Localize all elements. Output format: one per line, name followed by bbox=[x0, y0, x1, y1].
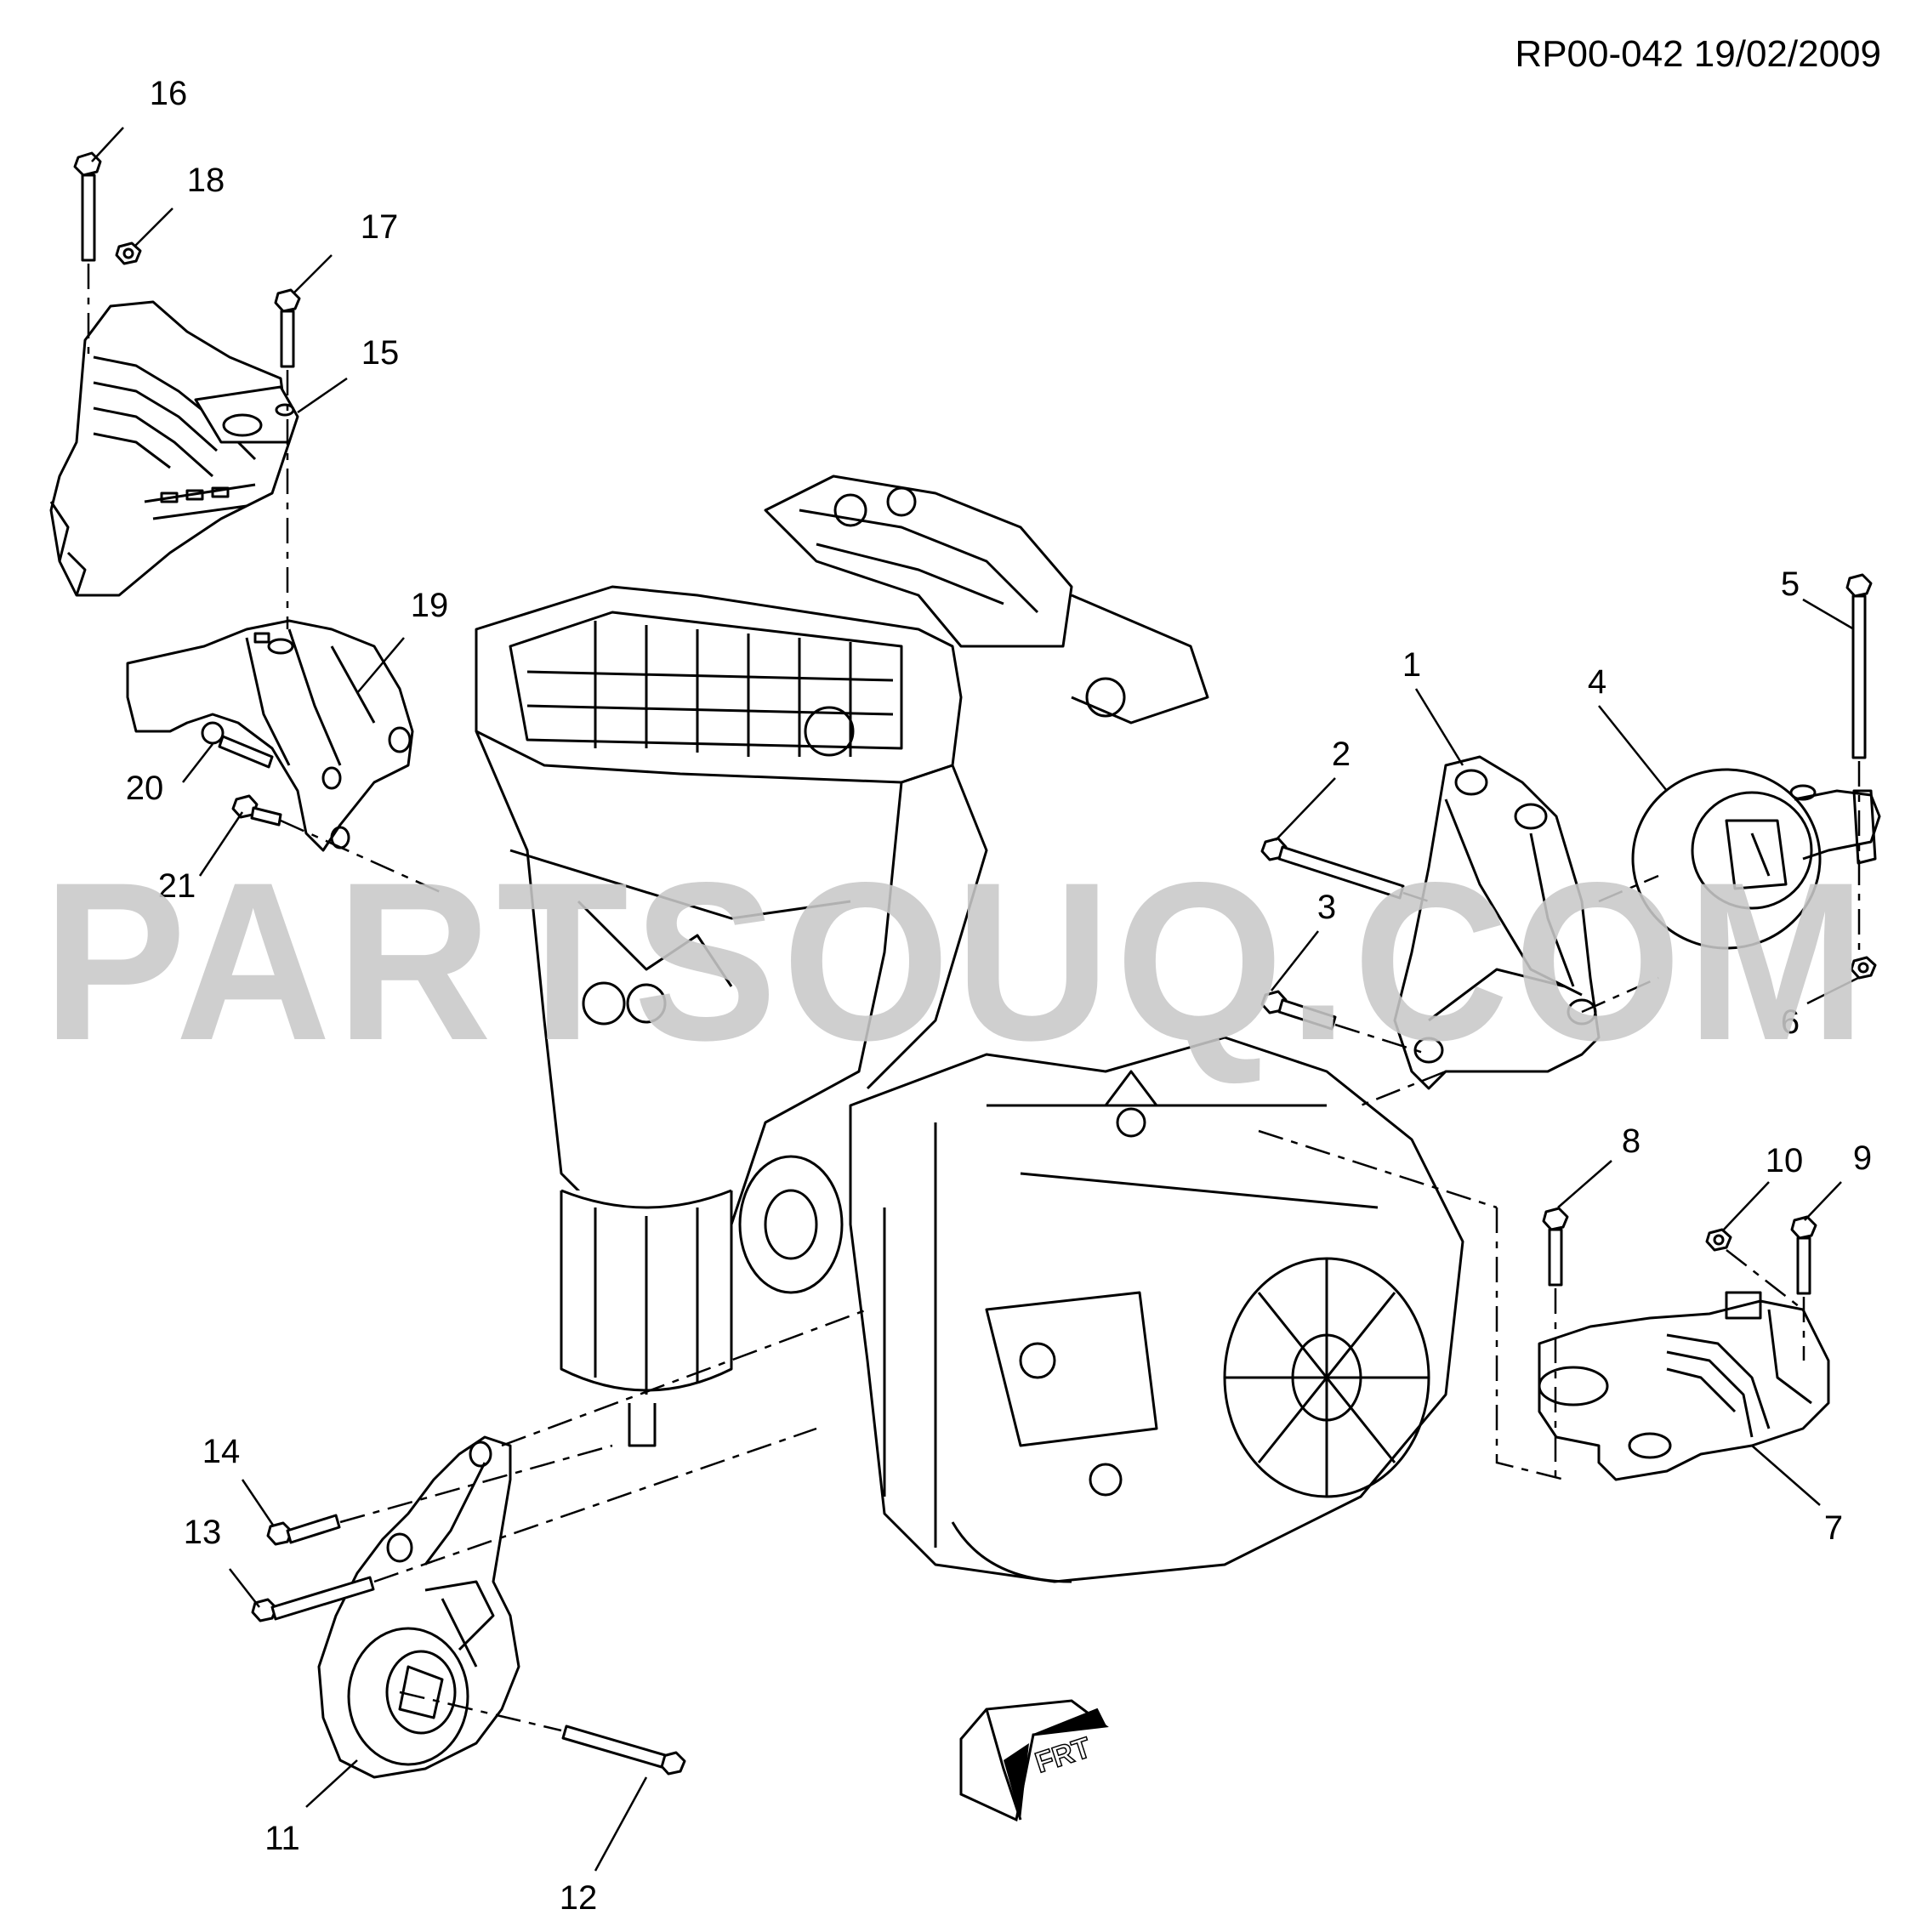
bolt-3-icon bbox=[1260, 990, 1337, 1031]
callout-14: 14 bbox=[202, 1433, 241, 1470]
callout-9: 9 bbox=[1853, 1139, 1872, 1177]
bolt-2-icon bbox=[1260, 837, 1405, 900]
lower-right-mount bbox=[1538, 1291, 1830, 1481]
callout-2: 2 bbox=[1332, 736, 1351, 773]
callout-18: 18 bbox=[187, 162, 225, 199]
callout-13: 13 bbox=[184, 1514, 222, 1551]
callout-19: 19 bbox=[411, 587, 449, 624]
watermark: PARTSOUQ.COM bbox=[43, 836, 1871, 1088]
callout-numbers: 1 2 3 4 5 6 7 8 9 10 11 12 13 14 15 16 1… bbox=[126, 75, 1872, 1917]
diagram-reference: RP00-042 19/02/2009 bbox=[1515, 33, 1881, 75]
callout-6: 6 bbox=[1781, 1003, 1800, 1041]
bolt-12-icon bbox=[561, 1725, 686, 1776]
right-bracket bbox=[1393, 755, 1601, 1090]
fasteners bbox=[73, 151, 1877, 1776]
nut-6-icon bbox=[1850, 956, 1877, 980]
callout-5: 5 bbox=[1781, 565, 1800, 603]
bolt-9-icon bbox=[1790, 1215, 1817, 1295]
callout-17: 17 bbox=[361, 208, 399, 246]
upper-left-mount bbox=[49, 300, 299, 597]
callout-3: 3 bbox=[1317, 889, 1336, 926]
callout-12: 12 bbox=[560, 1879, 598, 1917]
callout-4: 4 bbox=[1588, 663, 1606, 701]
front-arrow-label: FRT bbox=[1032, 1731, 1095, 1780]
bolt-16-icon bbox=[73, 151, 102, 262]
front-direction-arrow: FRT bbox=[959, 1699, 1109, 1822]
callout-21: 21 bbox=[158, 867, 196, 905]
bolt-8-icon bbox=[1542, 1207, 1569, 1287]
alignment-lines bbox=[87, 264, 1861, 1732]
callout-11: 11 bbox=[264, 1820, 300, 1857]
nut-18-icon bbox=[115, 242, 142, 265]
engine-assembly bbox=[475, 474, 1464, 1583]
bolt-20-icon bbox=[201, 721, 274, 769]
bolt-21-icon bbox=[231, 794, 282, 827]
callout-20: 20 bbox=[126, 770, 164, 807]
right-mount bbox=[1631, 768, 1881, 950]
nut-10-icon bbox=[1705, 1228, 1732, 1252]
lower-left-mount bbox=[317, 1435, 520, 1779]
bolt-5-icon bbox=[1845, 573, 1873, 759]
callout-16: 16 bbox=[150, 75, 188, 112]
bolt-17-icon bbox=[274, 288, 301, 368]
callout-15: 15 bbox=[361, 334, 400, 372]
leader-lines bbox=[91, 127, 1859, 1872]
callout-7: 7 bbox=[1824, 1509, 1843, 1547]
left-bracket bbox=[126, 619, 414, 852]
bolt-14-icon bbox=[266, 1514, 341, 1546]
callout-10: 10 bbox=[1766, 1142, 1804, 1179]
callout-8: 8 bbox=[1622, 1122, 1641, 1160]
callout-1: 1 bbox=[1402, 646, 1421, 684]
